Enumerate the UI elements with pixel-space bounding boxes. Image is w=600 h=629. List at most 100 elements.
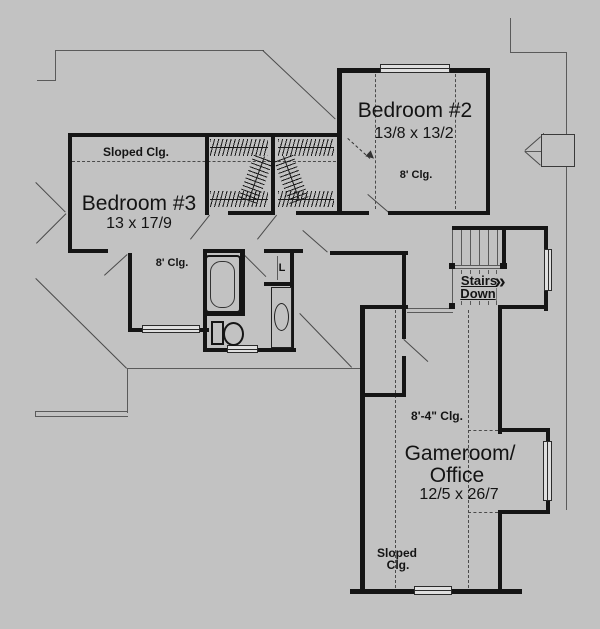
wall-segment	[296, 211, 339, 215]
stairs-down-arrow-icon: »	[494, 271, 506, 293]
wall-segment	[205, 133, 209, 215]
wall-segment	[240, 253, 245, 315]
window	[380, 64, 450, 73]
wall-segment	[203, 249, 245, 253]
ceiling-break-dashed-line	[468, 430, 498, 431]
ceiling-break-dashed-line	[455, 74, 456, 209]
door-swing-line	[367, 194, 389, 213]
bedroom2-name-label: Bedroom #2	[357, 99, 473, 122]
thin-line	[566, 52, 567, 135]
wall-segment	[449, 303, 455, 309]
bedroom3-dimensions-label: 13 x 17/9	[106, 215, 172, 232]
gameroom-name-label-line1: Gameroom/	[404, 442, 516, 465]
wall-segment	[264, 282, 292, 286]
ceiling-break-dashed-line	[395, 310, 396, 588]
gameroom-dimensions-label: 12/5 x 26/7	[419, 486, 499, 503]
chimney	[541, 134, 575, 167]
ceiling-break-dashed-line	[468, 512, 498, 513]
door-swing-line	[302, 230, 328, 253]
thin-line	[510, 18, 511, 53]
thin-line	[407, 308, 453, 309]
wall-segment	[360, 305, 408, 309]
closet-rod-hatch	[278, 139, 334, 156]
bedroom3-name-label: Bedroom #3	[81, 192, 197, 215]
wall-segment	[498, 510, 550, 514]
thin-line	[470, 230, 471, 266]
gameroom-sloped-ceiling-label-line1: Sloped	[376, 546, 418, 560]
window	[543, 441, 552, 501]
linen-closet-label: L	[278, 262, 286, 274]
bathtub-inner	[210, 261, 235, 308]
door-swing-line	[403, 339, 428, 362]
door-swing-line	[242, 253, 266, 277]
window	[414, 586, 452, 595]
sink-basin	[274, 303, 289, 331]
wall-segment	[486, 68, 490, 215]
window	[142, 325, 200, 333]
bedroom2-dimensions-label: 13/8 x 13/2	[374, 125, 454, 142]
wall-segment	[402, 356, 406, 397]
thin-line	[127, 368, 128, 413]
wall-segment	[449, 263, 455, 269]
thin-line	[277, 256, 278, 280]
ceiling-break-dashed-line	[468, 310, 469, 588]
bedroom2-ceiling-label: 8' Clg.	[399, 169, 433, 181]
wall-segment	[128, 253, 132, 332]
wall-segment	[498, 305, 548, 309]
door-swing-line	[524, 136, 541, 151]
thin-line	[407, 312, 453, 313]
wall-segment	[388, 211, 490, 215]
bedroom3-sloped-ceiling-label: Sloped Clg.	[103, 145, 169, 159]
stairs-label-line1: Stairs	[459, 273, 499, 288]
window	[544, 249, 552, 291]
window	[227, 345, 258, 353]
wall-segment	[337, 68, 342, 215]
ceiling-break-dashed-line	[72, 161, 336, 162]
wall-segment	[228, 211, 273, 215]
wall-segment	[330, 251, 408, 255]
door-swing-line	[524, 151, 541, 166]
thin-line	[566, 167, 567, 510]
hall-ceiling-label: 8' Clg.	[155, 257, 189, 269]
thin-line	[35, 411, 36, 417]
wall-segment	[271, 133, 275, 215]
wall-segment	[290, 251, 294, 352]
door-swing-line	[299, 313, 352, 368]
door-swing-line	[35, 278, 127, 369]
wall-segment	[342, 211, 369, 215]
gameroom-sloped-ceiling-label-line2: Clg.	[386, 558, 410, 572]
thin-line	[461, 230, 462, 266]
wall-segment	[498, 428, 550, 432]
thin-line	[55, 50, 264, 51]
thin-line	[37, 80, 56, 81]
wall-segment	[498, 510, 502, 593]
stairs-label-line2: Down	[459, 286, 497, 301]
thin-line	[488, 230, 489, 266]
wall-segment	[264, 249, 303, 253]
wall-segment	[402, 251, 406, 339]
thin-line	[127, 368, 361, 369]
thin-line	[35, 416, 128, 417]
door-swing-line	[190, 215, 210, 240]
thin-line	[452, 265, 504, 266]
thin-line	[452, 268, 504, 269]
thin-line	[497, 230, 498, 266]
thin-line	[35, 411, 128, 412]
door-swing-line	[104, 254, 128, 276]
door-swing-line	[35, 182, 66, 213]
wall-segment	[360, 305, 365, 593]
thin-line	[55, 50, 56, 81]
wall-segment	[203, 312, 245, 316]
door-swing-line	[36, 213, 67, 244]
gameroom-name-label-line2: Office	[429, 464, 485, 487]
wall-segment	[498, 305, 502, 434]
wall-segment	[452, 226, 548, 230]
door-swing-line	[262, 50, 336, 120]
ceiling-break-dashed-line	[375, 74, 376, 209]
gameroom-ceiling-label: 8'-4" Clg.	[411, 409, 463, 423]
toilet-bowl	[223, 322, 244, 346]
wall-segment	[502, 226, 506, 268]
thin-line	[510, 52, 567, 53]
wall-segment	[362, 393, 404, 397]
